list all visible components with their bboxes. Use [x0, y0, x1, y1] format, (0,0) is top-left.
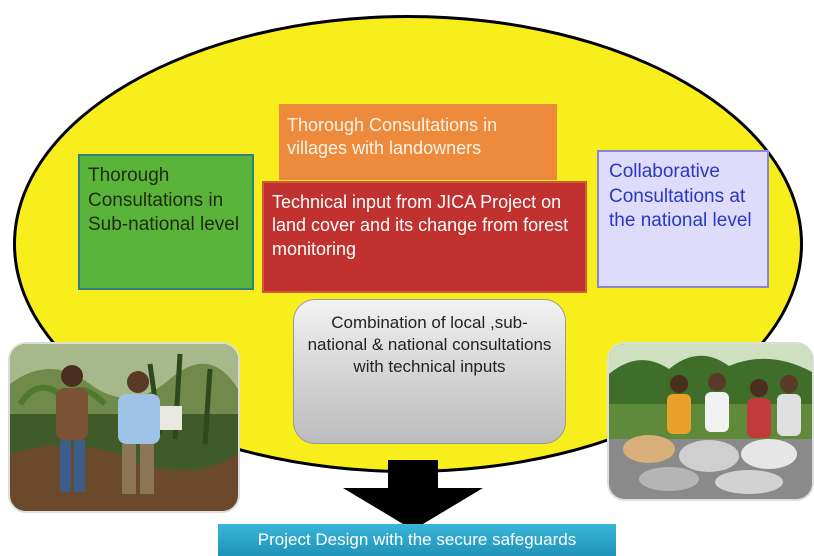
technical-input-box: Technical input from JICA Project on lan… [262, 181, 587, 293]
down-arrow-icon [343, 460, 483, 530]
technical-input-text: Technical input from JICA Project on lan… [272, 192, 569, 259]
project-design-text: Project Design with the secure safeguard… [257, 530, 577, 549]
combination-box: Combination of local ,sub-national & nat… [293, 299, 566, 444]
project-design-box: Project Design with the secure safeguard… [218, 524, 616, 556]
forest-field-illustration [10, 344, 238, 511]
villages-consultation-box: Thorough Consultations in villages with … [279, 104, 557, 180]
national-consultation-text: Collaborative Consultations at the natio… [609, 161, 752, 232]
villages-consultation-text: Thorough Consultations in villages with … [287, 115, 498, 159]
combination-text: Combination of local ,sub-national & nat… [307, 313, 552, 377]
village-meeting-illustration [609, 344, 812, 499]
national-consultation-box: Collaborative Consultations at the natio… [597, 150, 769, 288]
subnational-consultation-box: Thorough Consultations in Sub-national l… [78, 154, 254, 290]
forest-field-photo [8, 342, 240, 513]
subnational-consultation-text: Thorough Consultations in Sub-national l… [88, 165, 240, 236]
village-meeting-photo [607, 342, 814, 501]
